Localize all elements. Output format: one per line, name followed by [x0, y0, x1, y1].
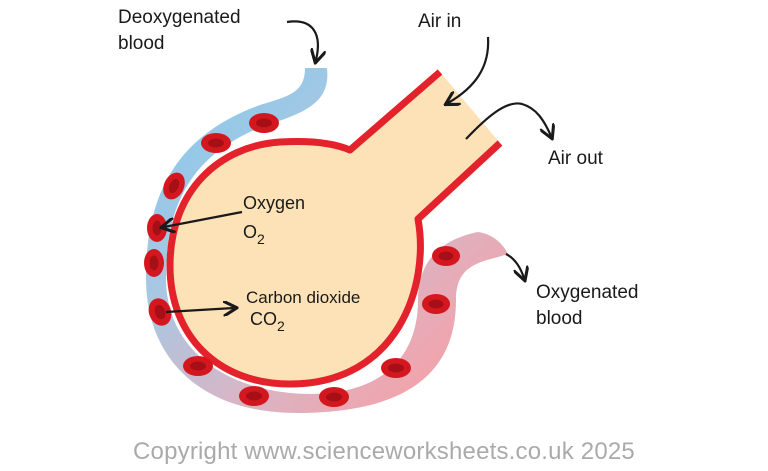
air-in-arrow: [448, 36, 490, 103]
carbon-dioxide-arrow: [165, 308, 234, 312]
air-in-label: Air in: [418, 11, 461, 32]
red-blood-cell-icon: [148, 298, 172, 326]
oxygenated-blood-arrow: [505, 253, 524, 278]
alveolus-wall: [166, 69, 503, 388]
deoxygenated-label-line1: Deoxygenated: [118, 7, 241, 28]
red-blood-cell-icon: [422, 294, 450, 314]
co2-formula: CO2: [250, 309, 285, 334]
red-blood-cell-icon: [381, 358, 411, 378]
oxygenated-label-line2: blood: [536, 308, 583, 329]
red-blood-cell-icon: [144, 249, 164, 277]
co2-formula-subscript: 2: [277, 318, 285, 334]
oxygenated-label-line1: Oxygenated: [536, 282, 638, 303]
air-out-arrow: [465, 102, 551, 139]
oxygen-label: Oxygen: [243, 193, 305, 213]
red-blood-cell-icon: [183, 356, 213, 376]
oxygen-formula-subscript: 2: [257, 231, 265, 247]
deoxygenated-label-line2: blood: [118, 33, 165, 54]
red-blood-cell-icon: [319, 387, 349, 407]
deoxygenated-blood-arrow: [286, 20, 318, 60]
oxygen-formula-main: O: [243, 222, 257, 242]
copyright-text: Copyright www.scienceworksheets.co.uk 20…: [133, 438, 635, 465]
oxygen-arrow: [164, 210, 243, 227]
red-blood-cell-icon: [249, 113, 279, 133]
red-blood-cell-icon: [163, 172, 185, 200]
capillary: [146, 68, 508, 414]
arrows: [164, 20, 551, 312]
red-blood-cell-icon: [239, 386, 269, 406]
red-blood-cell-icon: [147, 214, 167, 242]
red-blood-cell-icon: [432, 246, 460, 266]
oxygen-formula: O2: [243, 222, 265, 247]
carbon-dioxide-label: Carbon dioxide: [246, 288, 360, 307]
co2-formula-main: CO: [250, 309, 277, 329]
red-blood-cell-icon: [201, 133, 231, 153]
air-out-label: Air out: [548, 148, 604, 169]
